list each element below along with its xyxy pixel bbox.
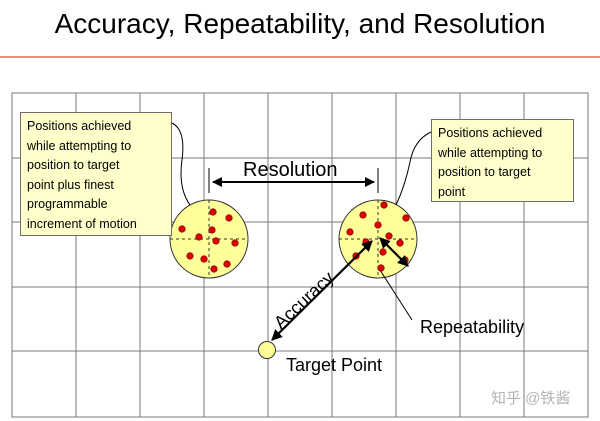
left-position-dot bbox=[210, 265, 218, 273]
repeatability-label: Repeatability bbox=[420, 317, 525, 337]
right-position-dot bbox=[396, 239, 404, 247]
callout-right-line: while attempting to bbox=[438, 145, 543, 160]
title-divider bbox=[0, 56, 600, 58]
repeatability-leader bbox=[379, 269, 413, 321]
right-position-dot bbox=[377, 264, 385, 272]
left-position-dot bbox=[231, 239, 239, 247]
target-point-marker bbox=[258, 341, 276, 359]
right-position-dot bbox=[380, 201, 388, 209]
right-cluster bbox=[338, 199, 418, 279]
right-position-dot bbox=[402, 214, 410, 222]
callout-left-note: Positions achieved while attempting to p… bbox=[20, 112, 172, 236]
callout-right-line: point bbox=[438, 184, 466, 199]
left-position-dot bbox=[223, 260, 231, 268]
left-position-dot bbox=[178, 225, 186, 233]
right-position-dot bbox=[379, 248, 387, 256]
callout-left-line: increment of motion bbox=[27, 216, 137, 231]
callout-left-line: position to target bbox=[27, 158, 120, 172]
repeatability-arrow bbox=[379, 237, 409, 267]
callout-left-line: point plus finest bbox=[27, 177, 114, 192]
grid-border bbox=[11, 92, 589, 418]
accuracy-arrow bbox=[271, 240, 373, 341]
left-cluster bbox=[169, 199, 249, 279]
left-position-dot bbox=[212, 237, 220, 245]
page-title: Accuracy, Repeatability, and Resolution bbox=[54, 8, 546, 39]
callout-right-line: position to target bbox=[438, 165, 531, 179]
left-position-dot bbox=[195, 233, 203, 241]
left-position-dot bbox=[200, 255, 208, 263]
left-position-dot bbox=[225, 214, 233, 222]
watermark: 知乎 @铁酱 bbox=[491, 390, 571, 407]
callout-right-line: Positions achieved bbox=[438, 126, 543, 140]
left-position-dot bbox=[208, 226, 216, 234]
left-callout-leader bbox=[171, 122, 191, 206]
callout-left-line: while attempting to bbox=[27, 138, 132, 153]
left-position-dot bbox=[209, 208, 217, 216]
right-position-dot bbox=[346, 228, 354, 236]
right-position-dot bbox=[385, 232, 393, 240]
right-position-dot bbox=[359, 211, 367, 219]
right-callout-leader bbox=[395, 131, 432, 206]
resolution-label: Resolution bbox=[243, 159, 338, 181]
callout-right-note: Positions achieved while attempting to p… bbox=[431, 119, 574, 202]
callout-left-line: programmable bbox=[27, 197, 108, 211]
callout-left-line: Positions achieved bbox=[27, 119, 132, 133]
right-position-dot bbox=[374, 221, 382, 229]
left-position-dot bbox=[186, 252, 194, 260]
target-point-label: Target Point bbox=[286, 355, 383, 375]
